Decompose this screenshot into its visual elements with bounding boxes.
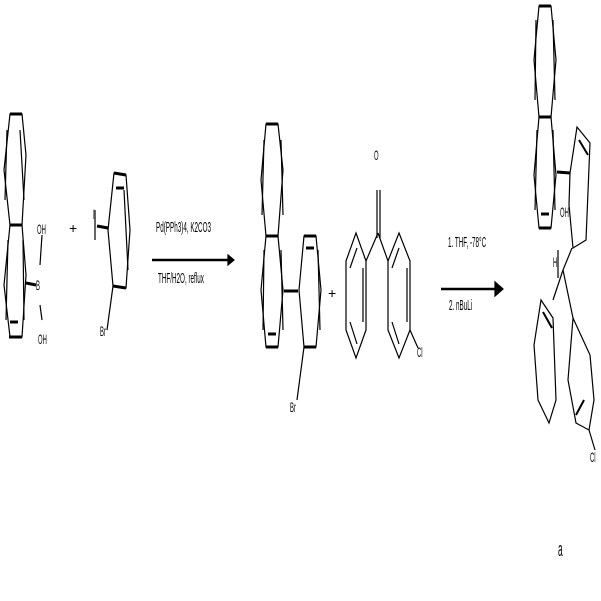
bromophenyl-naphthalene: [260, 122, 322, 401]
compound-label: a: [558, 539, 563, 561]
reaction-arrow-2[interactable]: [441, 280, 504, 298]
hydroxyl-label-product: OH: [560, 204, 569, 220]
iodine-label: I: [93, 206, 95, 222]
chlorine-label-1: Cl: [417, 344, 423, 360]
bromine-label-2: Br: [290, 399, 296, 415]
hydrogen-label-product: H: [553, 254, 558, 270]
hydroxyl-label-top: OH: [37, 221, 46, 237]
reaction-arrow-1[interactable]: [152, 253, 235, 267]
hydroxyl-label-bottom: OH: [38, 331, 47, 347]
conditions-2-above: 1. THF, -78°C: [448, 234, 487, 251]
plus-sign-2: +: [328, 285, 337, 301]
naphthalene-ring-system: [3, 112, 27, 339]
chlorine-label-2: Cl: [590, 449, 596, 465]
conditions-1-above: Pd(PPh3)4, K2CO3: [156, 219, 211, 236]
chlorobenzophenone: [345, 190, 419, 360]
bromine-label-1: Br: [100, 323, 106, 339]
plus-sign-1: +: [69, 220, 78, 236]
conditions-1-below: THF/H2O, reflux: [158, 270, 204, 287]
bromo-iodobenzene-ring: [94, 171, 131, 331]
conditions-2-below: 2. nBuLi: [449, 297, 473, 314]
boron-label: B: [36, 277, 40, 293]
final-product-carbinol: [533, 4, 596, 451]
boronic-acid-group: [25, 234, 43, 321]
oxygen-label: O: [374, 147, 379, 163]
